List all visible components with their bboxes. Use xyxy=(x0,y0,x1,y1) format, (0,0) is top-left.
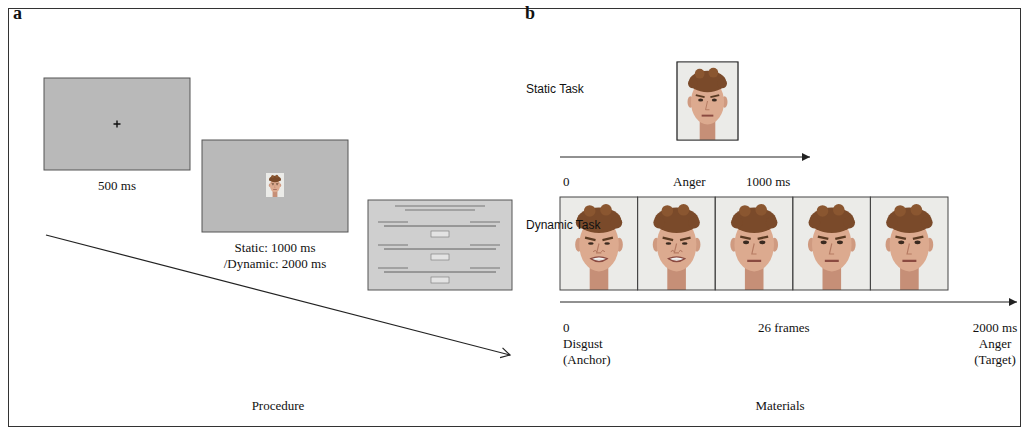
task-label: Dynamic Task xyxy=(526,218,600,232)
emotion-label: Disgust xyxy=(563,336,603,352)
duration-label: 500 ms xyxy=(98,178,136,194)
timeline-arrow xyxy=(560,302,1017,303)
emotion-label: Anger xyxy=(673,174,706,190)
time-arrow xyxy=(46,235,510,355)
time-label: 1000 ms xyxy=(746,174,790,190)
stimulus-screen xyxy=(202,140,348,232)
frame-count: 26 frames xyxy=(758,320,810,336)
role-label: (Anchor) xyxy=(563,352,611,368)
time-label: 2000 ms xyxy=(973,320,1017,336)
role-label: (Target) xyxy=(974,352,1015,368)
panel-letter: a xyxy=(13,3,22,25)
static-face xyxy=(677,62,738,140)
dynamic-frames xyxy=(560,197,948,290)
panel-caption: Materials xyxy=(755,398,804,414)
duration-label: /Dynamic: 2000 ms xyxy=(224,256,327,272)
rating-screen xyxy=(368,200,512,290)
timeline-arrow xyxy=(560,157,810,158)
time-label: 0 xyxy=(563,320,570,336)
panel-caption: Procedure xyxy=(252,398,305,414)
fixation-screen xyxy=(44,78,190,170)
time-label: 0 xyxy=(563,174,570,190)
figure-frame xyxy=(9,9,1021,427)
task-label: Static Task xyxy=(526,82,584,96)
emotion-label: Anger xyxy=(979,336,1012,352)
duration-label: Static: 1000 ms xyxy=(235,240,316,256)
panel-letter: b xyxy=(525,3,535,25)
